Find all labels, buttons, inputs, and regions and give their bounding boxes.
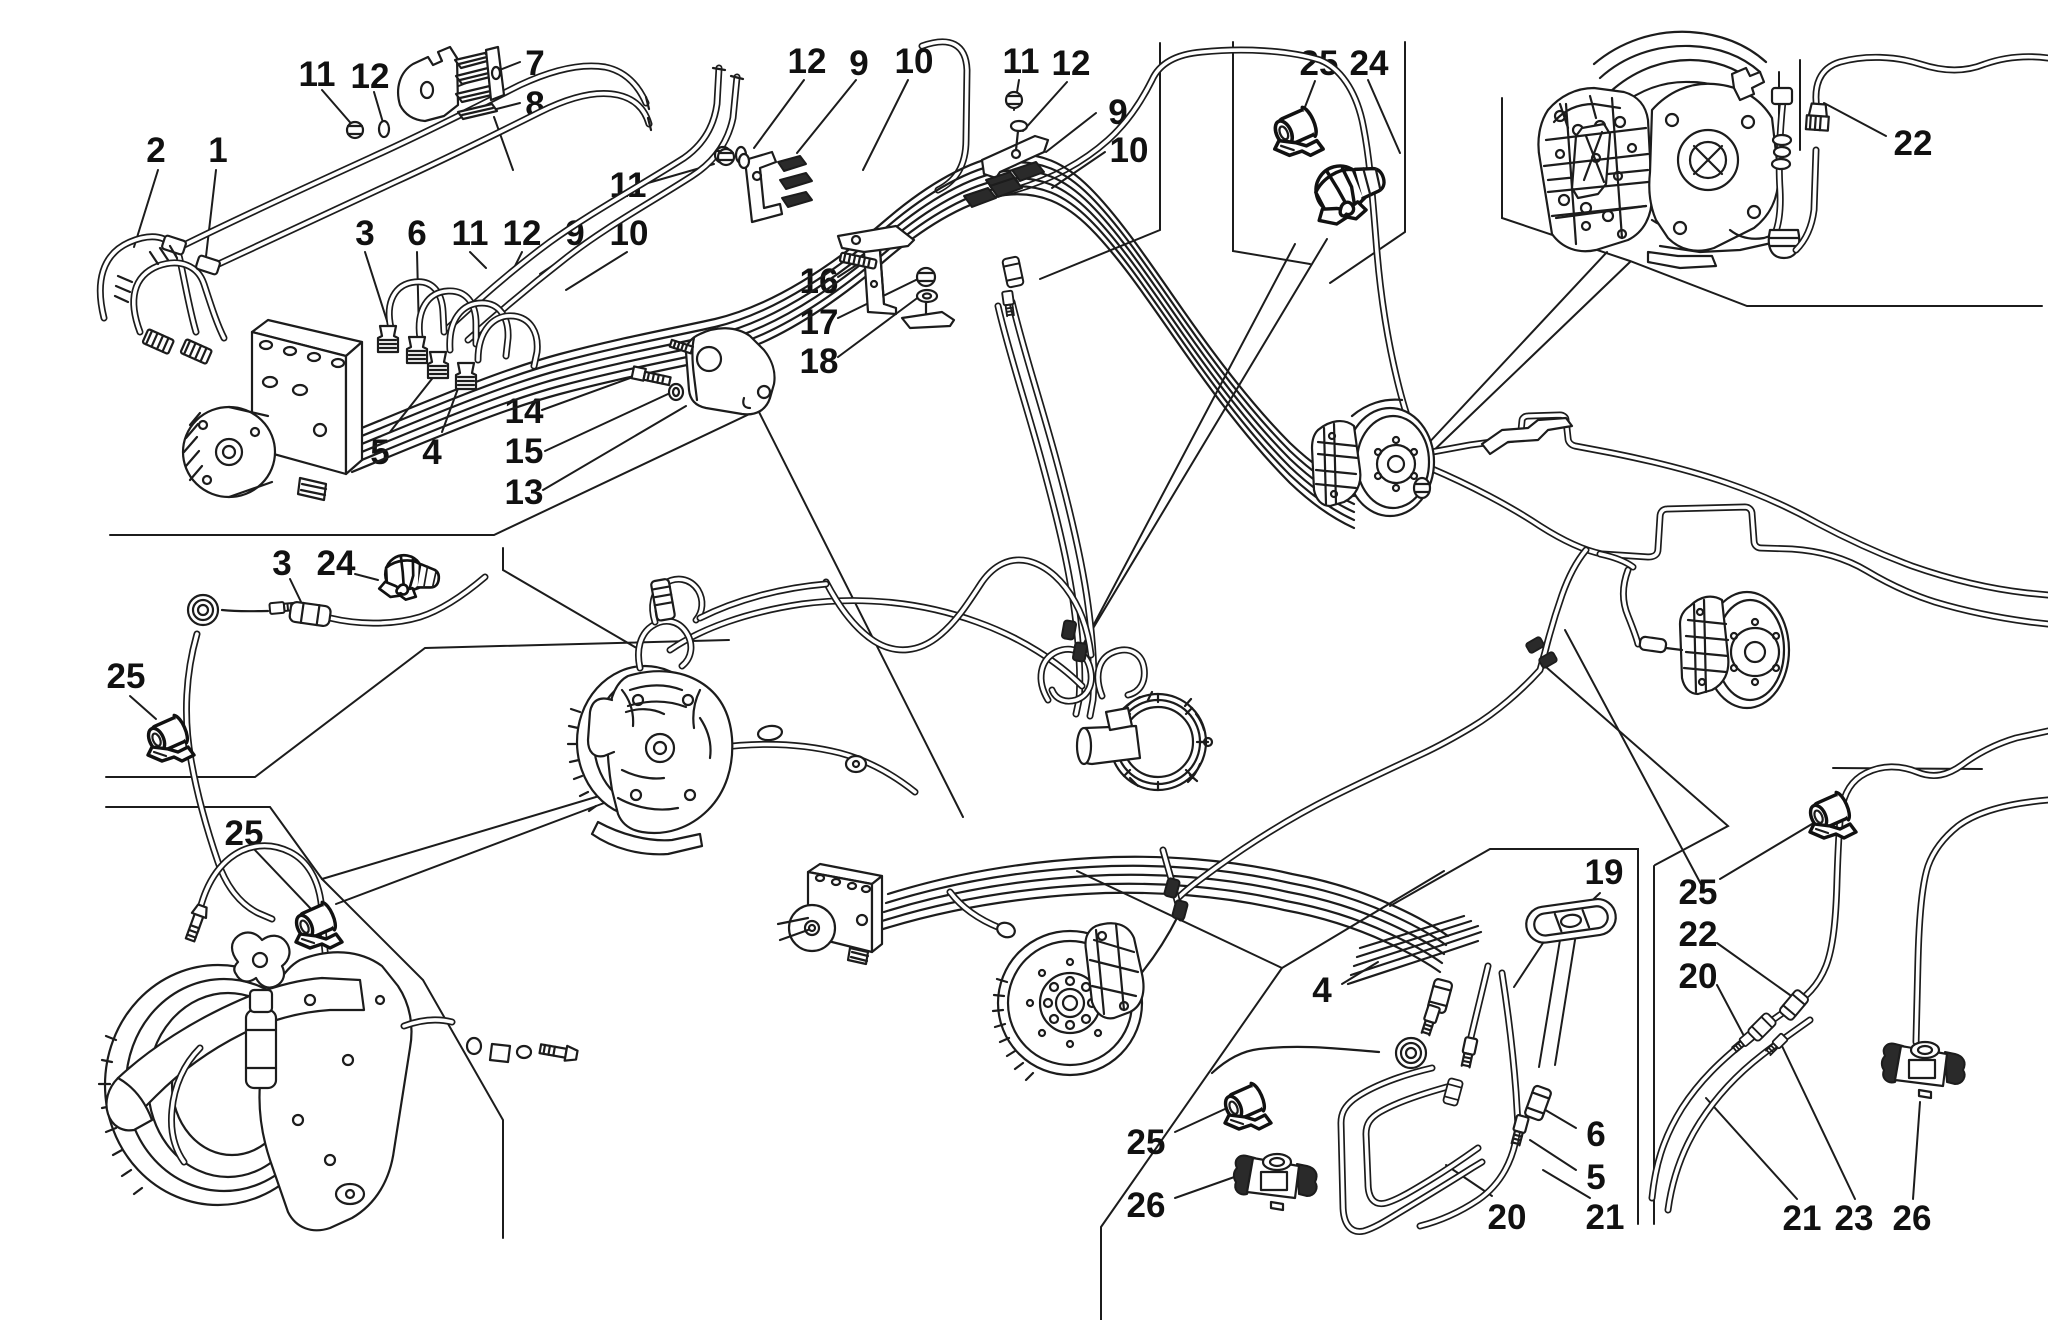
- svg-text:25: 25: [1679, 873, 1718, 912]
- svg-text:3: 3: [272, 544, 291, 583]
- svg-text:26: 26: [1893, 1199, 1932, 1238]
- svg-text:18: 18: [800, 342, 839, 381]
- svg-text:14: 14: [505, 392, 544, 431]
- svg-text:10: 10: [895, 42, 934, 81]
- svg-text:12: 12: [351, 57, 390, 96]
- svg-text:6: 6: [407, 214, 426, 253]
- svg-text:5: 5: [1586, 1158, 1605, 1197]
- svg-text:11: 11: [452, 214, 489, 253]
- svg-text:4: 4: [422, 433, 442, 472]
- svg-text:24: 24: [1350, 44, 1389, 83]
- svg-text:22: 22: [1894, 124, 1933, 163]
- svg-text:26: 26: [1127, 1186, 1166, 1225]
- svg-text:20: 20: [1679, 957, 1718, 996]
- svg-text:25: 25: [1127, 1123, 1166, 1162]
- svg-text:9: 9: [849, 44, 868, 83]
- svg-text:25: 25: [107, 657, 146, 696]
- svg-text:6: 6: [1586, 1115, 1605, 1154]
- svg-text:3: 3: [355, 214, 374, 253]
- svg-text:17: 17: [800, 303, 839, 342]
- svg-text:4: 4: [1312, 971, 1332, 1010]
- svg-text:23: 23: [1835, 1199, 1874, 1238]
- svg-text:2: 2: [146, 131, 165, 170]
- svg-text:15: 15: [505, 432, 544, 471]
- svg-text:12: 12: [1052, 44, 1091, 83]
- svg-text:13: 13: [505, 473, 544, 512]
- svg-text:1: 1: [208, 131, 227, 170]
- svg-text:21: 21: [1586, 1198, 1625, 1237]
- svg-text:12: 12: [503, 214, 542, 253]
- svg-text:10: 10: [1110, 131, 1149, 170]
- svg-text:11: 11: [299, 55, 336, 94]
- svg-text:24: 24: [317, 544, 356, 583]
- svg-text:19: 19: [1585, 853, 1624, 892]
- svg-text:20: 20: [1488, 1198, 1527, 1237]
- svg-text:22: 22: [1679, 915, 1718, 954]
- svg-text:21: 21: [1783, 1199, 1822, 1238]
- svg-text:12: 12: [788, 42, 827, 81]
- svg-text:11: 11: [1003, 42, 1040, 81]
